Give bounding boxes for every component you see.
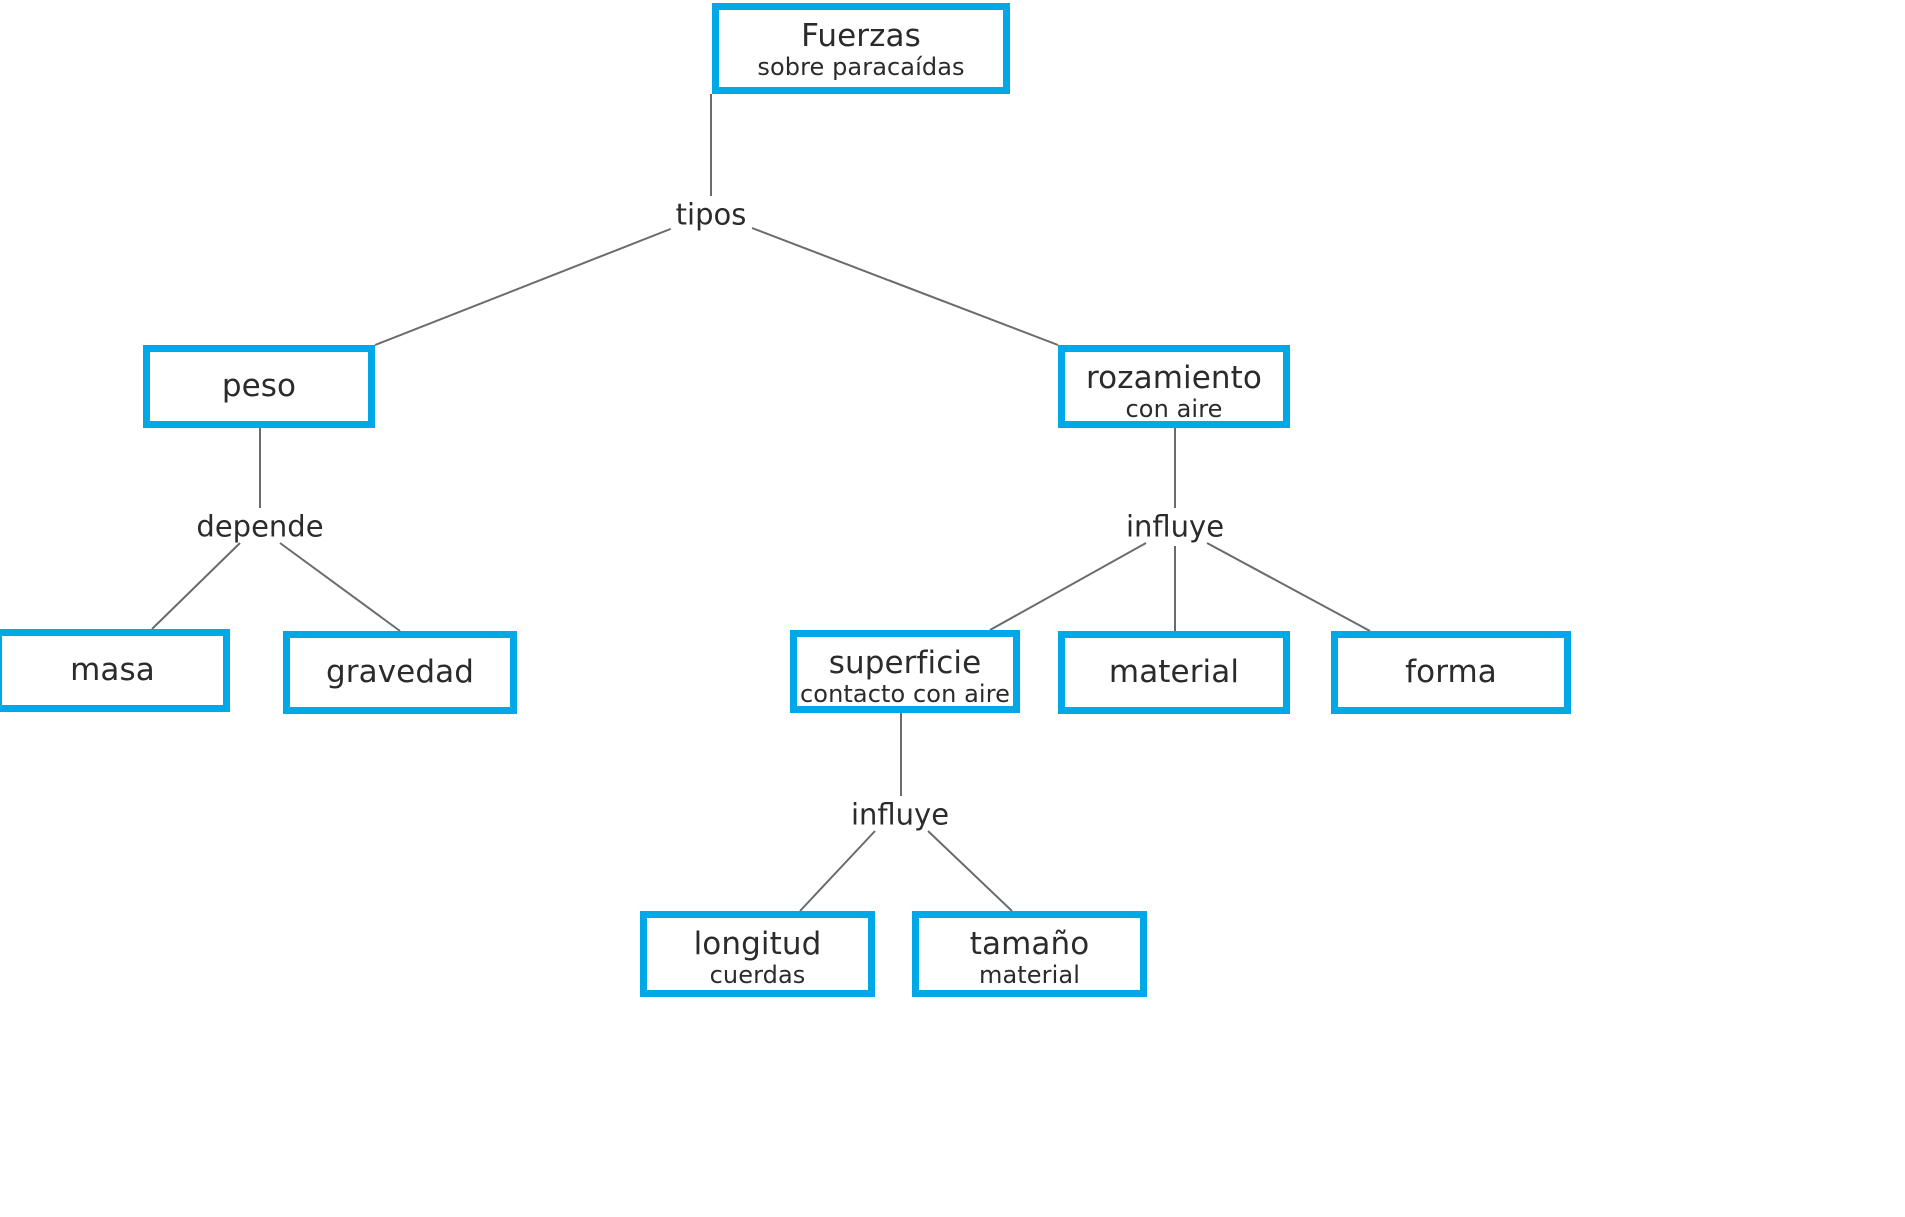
node-title: longitud — [693, 926, 822, 962]
node-subtitle: sobre paracaídas — [757, 53, 965, 82]
node-subtitle: contacto con aire — [799, 680, 1011, 709]
node-title: rozamiento — [1086, 360, 1262, 396]
edge-influye1-to-superficie — [989, 542, 1147, 631]
edge-tipos-to-rozamiento — [751, 227, 1059, 346]
node-title: gravedad — [326, 653, 474, 690]
node-title: Fuerzas — [801, 18, 921, 54]
node-material[interactable]: material — [1058, 631, 1290, 714]
node-gravedad[interactable]: gravedad — [283, 631, 517, 714]
edge-depende-to-gravedad — [279, 542, 401, 632]
node-subtitle: material — [979, 961, 1080, 990]
edge-influye2-to-tamano — [927, 830, 1013, 912]
node-title: forma — [1405, 653, 1497, 690]
edge-influye1-to-forma — [1206, 542, 1371, 632]
node-forma[interactable]: forma — [1331, 631, 1571, 714]
link-label-influye2[interactable]: influye — [845, 800, 955, 830]
edge-depende-to-masa — [151, 542, 241, 630]
node-peso[interactable]: peso — [143, 345, 375, 428]
link-label-tipos[interactable]: tipos — [670, 200, 752, 230]
node-title: material — [1108, 653, 1240, 690]
node-title: masa — [70, 651, 155, 688]
node-title: tamaño — [969, 926, 1090, 962]
link-label-influye1[interactable]: influye — [1120, 512, 1230, 542]
node-title: peso — [221, 367, 297, 404]
edge-influye2-to-longitud — [799, 830, 876, 912]
node-subtitle: cuerdas — [709, 961, 806, 990]
node-subtitle: con aire — [1125, 395, 1223, 424]
link-label-depende[interactable]: depende — [191, 512, 329, 542]
edge-tipos-to-peso — [374, 227, 674, 346]
node-masa[interactable]: masa — [0, 629, 230, 712]
node-title: superficie — [828, 645, 982, 681]
